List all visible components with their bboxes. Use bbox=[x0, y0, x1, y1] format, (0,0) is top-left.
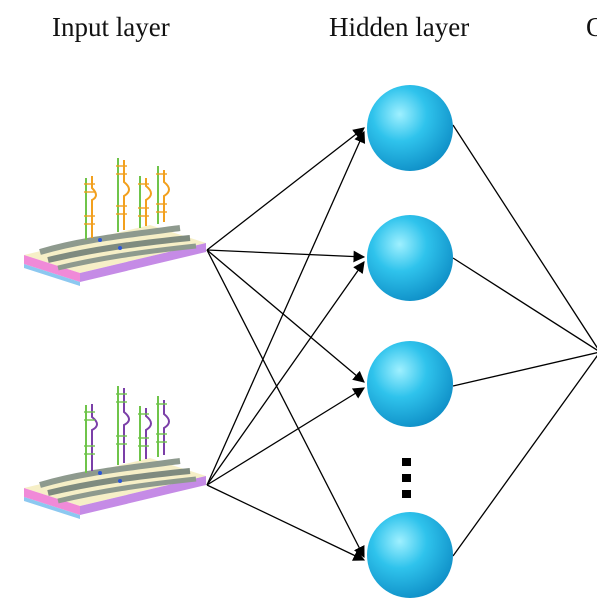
edge-h3-out bbox=[452, 352, 597, 387]
hidden-layer-title: Hidden layer bbox=[329, 12, 470, 42]
edge-i2-h3 bbox=[206, 387, 365, 486]
output-layer-title: Output layer bbox=[586, 12, 597, 42]
edge-i1-h3 bbox=[206, 249, 365, 383]
edge-h2-out bbox=[452, 257, 597, 351]
edge-i2-h1 bbox=[206, 130, 366, 486]
hidden-neuron-4 bbox=[367, 512, 453, 598]
vertical-ellipsis-icon bbox=[402, 458, 411, 498]
sensor-chip-2 bbox=[24, 386, 206, 519]
sensor-chip-1 bbox=[24, 158, 206, 286]
edge-i1-h4 bbox=[206, 249, 365, 559]
hidden-neuron-2 bbox=[367, 215, 453, 301]
edge-i2-h4 bbox=[206, 484, 366, 561]
input-hidden-edges bbox=[206, 127, 366, 561]
edge-h1-out bbox=[452, 124, 597, 349]
input-layer-title: Input layer bbox=[52, 12, 170, 42]
hidden-output-edges bbox=[452, 124, 597, 557]
edge-i1-h2 bbox=[206, 249, 366, 263]
hidden-neuron-3 bbox=[367, 341, 453, 427]
hidden-layer-neurons bbox=[367, 85, 453, 598]
edge-i1-h1 bbox=[206, 127, 365, 251]
hidden-neuron-1 bbox=[367, 85, 453, 171]
edge-i2-h2 bbox=[206, 261, 365, 486]
edge-h4-out bbox=[452, 355, 597, 557]
